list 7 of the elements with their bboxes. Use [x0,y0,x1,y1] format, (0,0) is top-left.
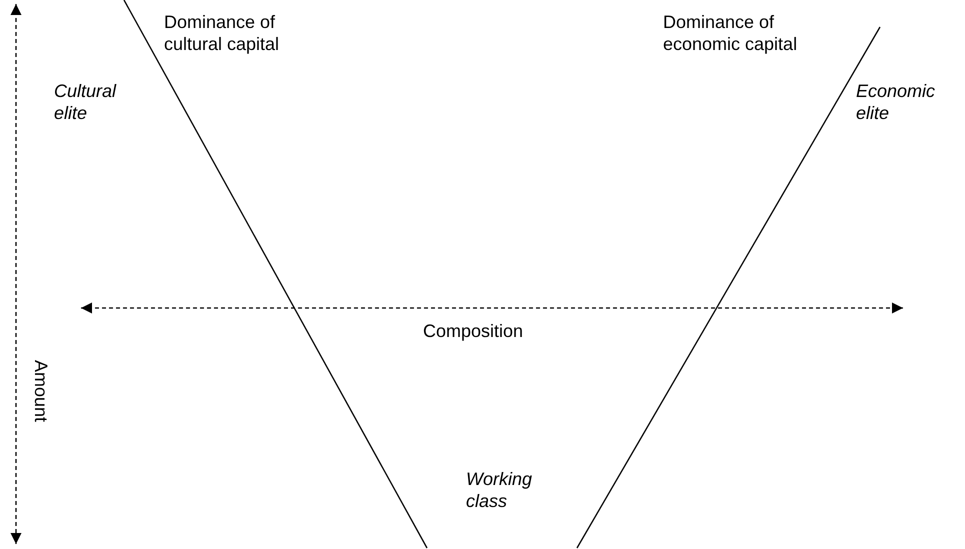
region-label: Dominance of cultural capital [164,11,280,55]
class-label: Cultural elite [54,80,118,124]
class-label: Working class [466,468,534,512]
axis-label: Amount [30,360,52,422]
region-label: Dominance of economic capital [663,11,798,55]
axis-label: Composition [423,320,524,342]
class-label: Economic elite [856,80,936,124]
